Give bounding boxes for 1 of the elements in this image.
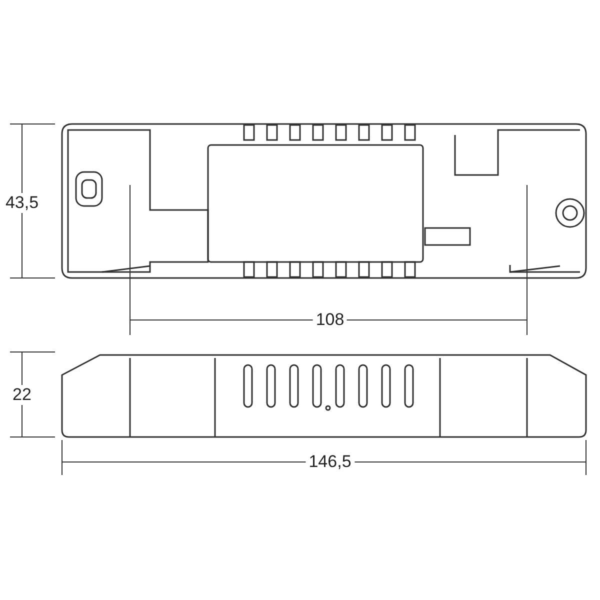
dimension-label: 146,5 — [306, 452, 354, 472]
